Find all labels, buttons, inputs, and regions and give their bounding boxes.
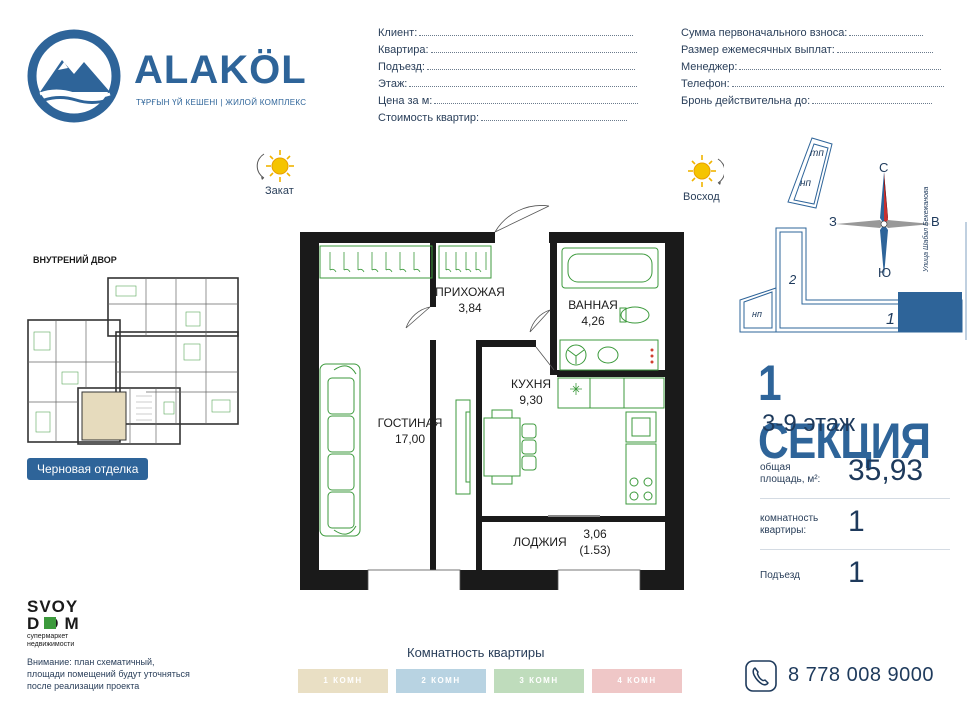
form-floor[interactable]: Этаж: — [378, 78, 638, 90]
apartment-floor-plan[interactable] — [300, 200, 684, 590]
site-plan[interactable] — [736, 132, 976, 342]
green-square-icon — [44, 617, 56, 629]
form-price-per-m[interactable]: Цена за м: — [378, 95, 639, 107]
stats-table: общая площадь, м²: 35,93 комнатность ква… — [760, 450, 950, 600]
siteplan-tp: тп — [810, 148, 824, 159]
floor-range: 3-9 этаж — [762, 410, 856, 437]
svoy-dom-logo: SVOY DOM супермаркет недвижимости — [27, 598, 147, 649]
courtyard-label: ВНУТРЕНИЙ ДВОР — [33, 255, 117, 265]
form-reservation-until[interactable]: Бронь действительна до: — [681, 95, 933, 107]
compass-north: С — [879, 160, 889, 175]
form-entrance[interactable]: Подъезд: — [378, 61, 635, 73]
stat-entrance: Подъезд 1 — [760, 556, 865, 589]
compass-icon — [836, 172, 932, 276]
contact-phone[interactable]: 8 778 008 9000 — [788, 664, 935, 686]
legend-title: Комнатность квартиры — [407, 645, 545, 660]
room-bathroom: ВАННАЯ 4,26 — [568, 298, 618, 328]
legend-4-room: 4 КОМН — [592, 669, 682, 693]
finish-type-badge: Черновая отделка — [27, 458, 149, 480]
form-down-payment[interactable]: Сумма первоначального взноса: — [681, 27, 924, 39]
compass-south: Ю — [878, 265, 892, 280]
room-kitchen: КУХНЯ 9,30 — [510, 377, 552, 407]
room-loggia-area: 3,06 (1.53) — [579, 527, 611, 557]
legend-2-room: 2 КОМН — [396, 669, 486, 693]
compass-east: В — [931, 214, 940, 229]
form-manager[interactable]: Менеджер: — [681, 61, 942, 73]
mountain-lake-logo-icon — [27, 29, 121, 123]
compass-west: З — [829, 214, 837, 229]
sunrise-label: Восход — [683, 191, 720, 203]
floor-overview-plan[interactable] — [26, 272, 242, 448]
form-apartment[interactable]: Квартира: — [378, 44, 637, 56]
legend-3-room: 3 КОМН — [494, 669, 584, 693]
brand-subtitle: ТҰРҒЫН ҮЙ КЕШЕНІ | ЖИЛОЙ КОМПЛЕКС — [136, 98, 307, 107]
stat-rooms: комнатность квартиры: 1 — [760, 505, 865, 538]
phone-icon[interactable] — [745, 660, 777, 692]
stat-total-area: общая площадь, м²: 35,93 — [760, 454, 924, 487]
room-loggia-name: ЛОДЖИЯ — [513, 535, 567, 549]
sunset-label: Закат — [265, 185, 294, 197]
brand-name: ALAKÖL — [134, 48, 307, 92]
sunset-sun-icon — [256, 150, 294, 182]
form-phone[interactable]: Телефон: — [681, 78, 944, 90]
siteplan-np-bottom: нп — [752, 309, 762, 319]
form-client[interactable]: Клиент: — [378, 27, 634, 39]
form-monthly-payment[interactable]: Размер ежемесячных выплат: — [681, 44, 933, 56]
sunrise-sun-icon — [688, 155, 724, 187]
room-living: ГОСТИНАЯ 17,00 — [377, 416, 443, 446]
siteplan-np-top: нп — [800, 178, 812, 189]
room-hall: ПРИХОЖАЯ 3,84 — [435, 285, 505, 315]
section-title: 1 СЕКЦИЯ — [758, 355, 931, 469]
svoy-dom-line2: DOM — [27, 615, 147, 633]
siteplan-section-1: 1 — [886, 311, 895, 328]
siteplan-street: Улица Шабал Бекежанова — [923, 186, 930, 272]
siteplan-section-2: 2 — [789, 272, 797, 287]
form-total-cost[interactable]: Стоимость квартир: — [378, 112, 628, 124]
disclaimer-note: Внимание: план схематичный, площади поме… — [27, 657, 190, 691]
brand-logo: ALAKÖL ТҰРҒЫН ҮЙ КЕШЕНІ | ЖИЛОЙ КОМПЛЕКС — [26, 28, 326, 128]
legend-1-room: 1 КОМН — [298, 669, 388, 693]
